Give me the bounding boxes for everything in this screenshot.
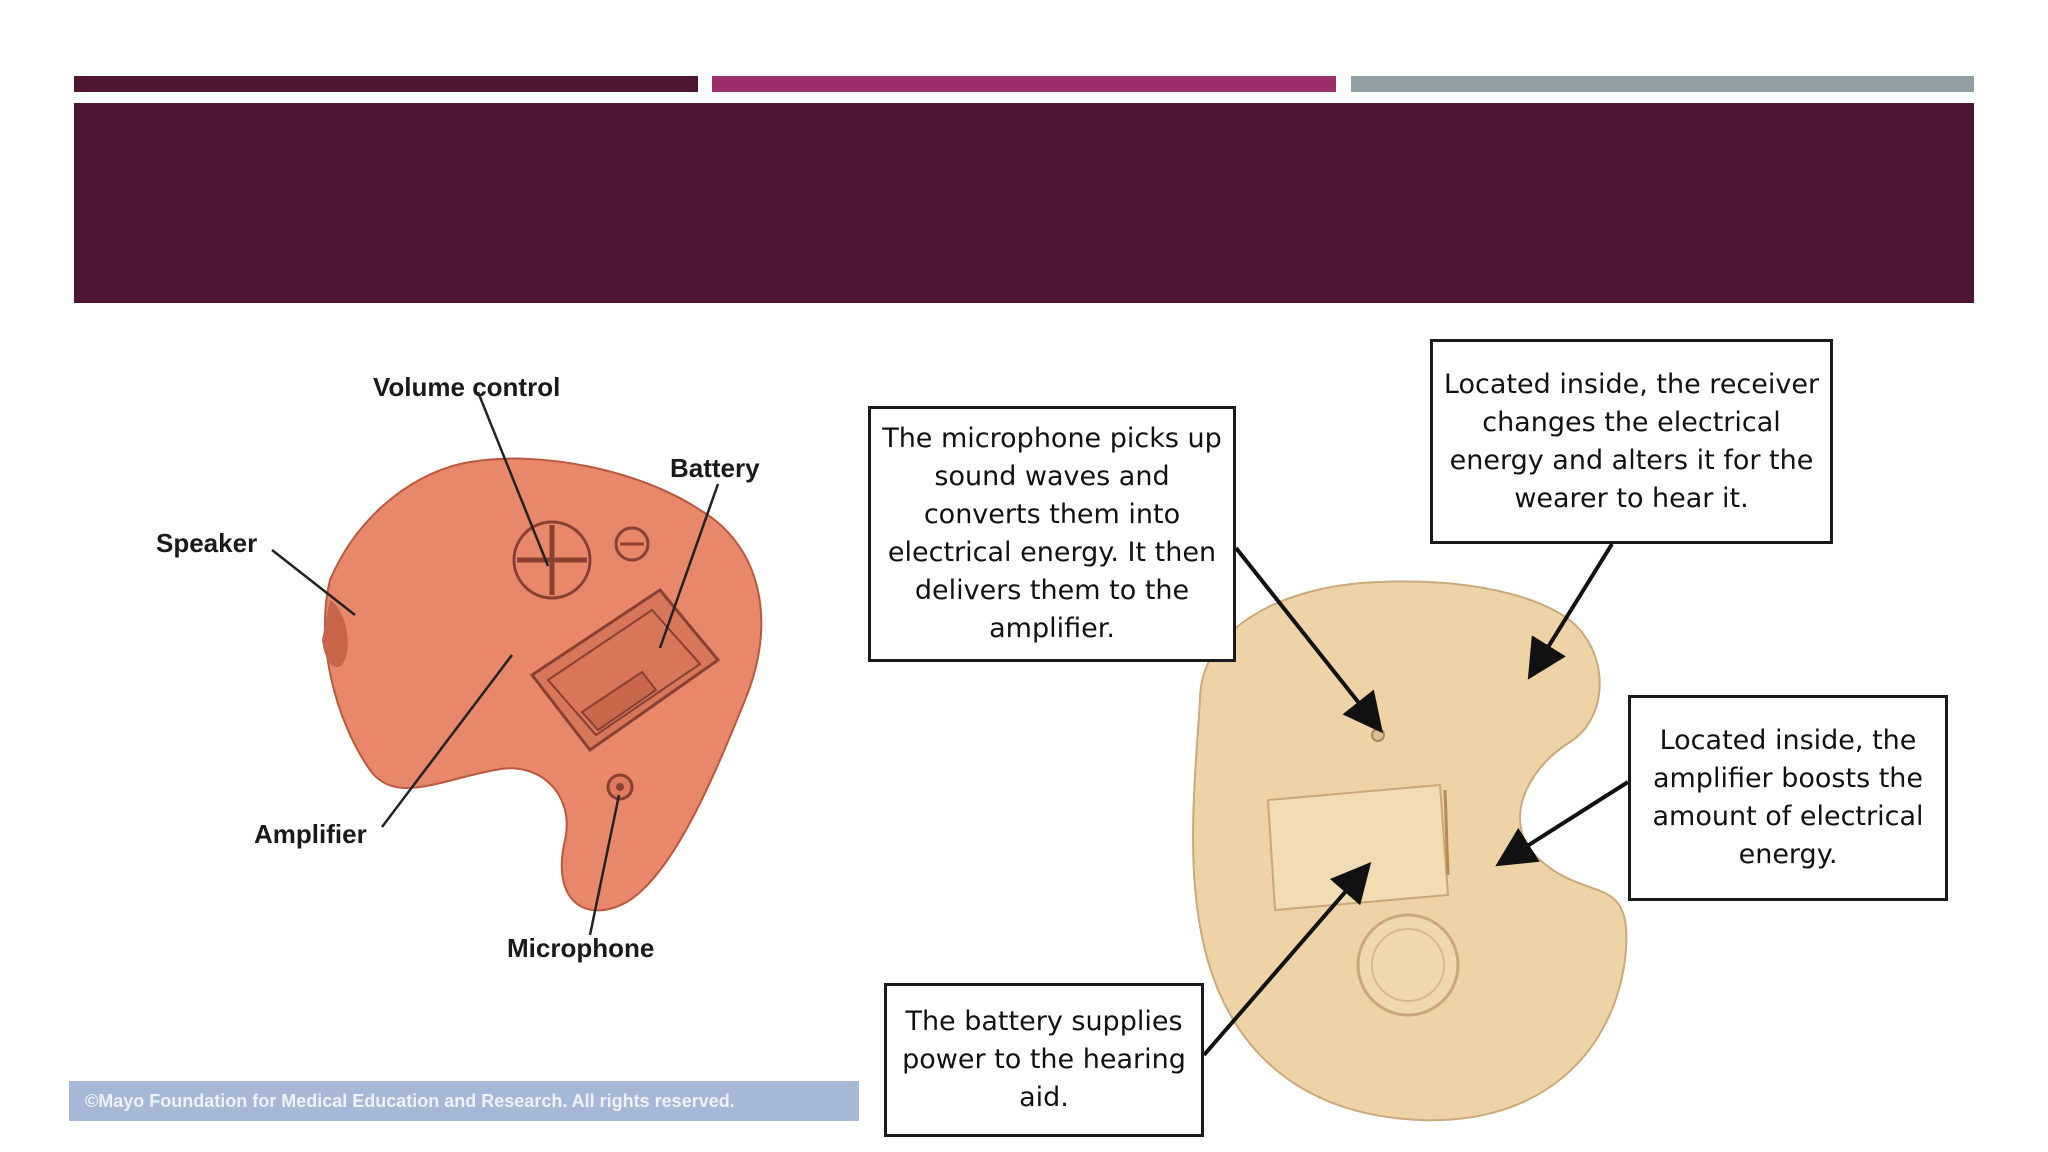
battery-door-icon bbox=[529, 588, 721, 753]
label-microphone: Microphone bbox=[507, 933, 655, 963]
left-hearing-aid-illustration bbox=[271, 391, 763, 936]
microphone-port-icon bbox=[606, 773, 634, 801]
label-volume-control: Volume control bbox=[373, 372, 561, 402]
volume-control-icon bbox=[512, 520, 650, 600]
left-aid-speaker-lobe bbox=[322, 600, 348, 668]
amplifier-callout-text: Located inside, the amplifier boosts the… bbox=[1652, 725, 1924, 870]
leader-speaker bbox=[271, 549, 356, 616]
volume-wheel-icon bbox=[1356, 913, 1460, 1017]
leader-battery bbox=[658, 483, 720, 649]
microphone-port-icon bbox=[1371, 728, 1385, 742]
right-hearing-aid-illustration bbox=[1192, 542, 1630, 1122]
label-amplifier: Amplifier bbox=[254, 819, 367, 849]
accent-bar-dark bbox=[74, 76, 698, 92]
receiver-callout-text: Located inside, the receiver changes the… bbox=[1443, 368, 1820, 514]
leader-amplifier bbox=[381, 654, 513, 828]
arrow-microphone bbox=[1234, 546, 1383, 734]
arrow-battery bbox=[1202, 861, 1372, 1057]
battery-callout-text: The battery supplies power to the hearin… bbox=[902, 1006, 1186, 1113]
accent-bar-magenta bbox=[712, 76, 1336, 92]
leader-volume bbox=[476, 391, 550, 567]
battery-callout: The battery supplies power to the hearin… bbox=[884, 983, 1204, 1137]
title-banner bbox=[74, 103, 1974, 303]
arrow-amplifier bbox=[1495, 780, 1630, 867]
copyright-bar: ©Mayo Foundation for Medical Education a… bbox=[69, 1081, 859, 1121]
label-battery: Battery bbox=[670, 453, 760, 483]
amplifier-callout: Located inside, the amplifier boosts the… bbox=[1628, 695, 1948, 901]
accent-bar-gray bbox=[1351, 76, 1974, 92]
battery-door-icon bbox=[1266, 783, 1450, 912]
leader-microphone bbox=[588, 794, 621, 936]
microphone-callout-text: The microphone picks up sound waves and … bbox=[882, 423, 1222, 644]
arrow-receiver bbox=[1527, 542, 1614, 680]
microphone-callout: The microphone picks up sound waves and … bbox=[868, 406, 1236, 662]
receiver-callout: Located inside, the receiver changes the… bbox=[1430, 339, 1833, 544]
label-speaker: Speaker bbox=[156, 528, 258, 558]
